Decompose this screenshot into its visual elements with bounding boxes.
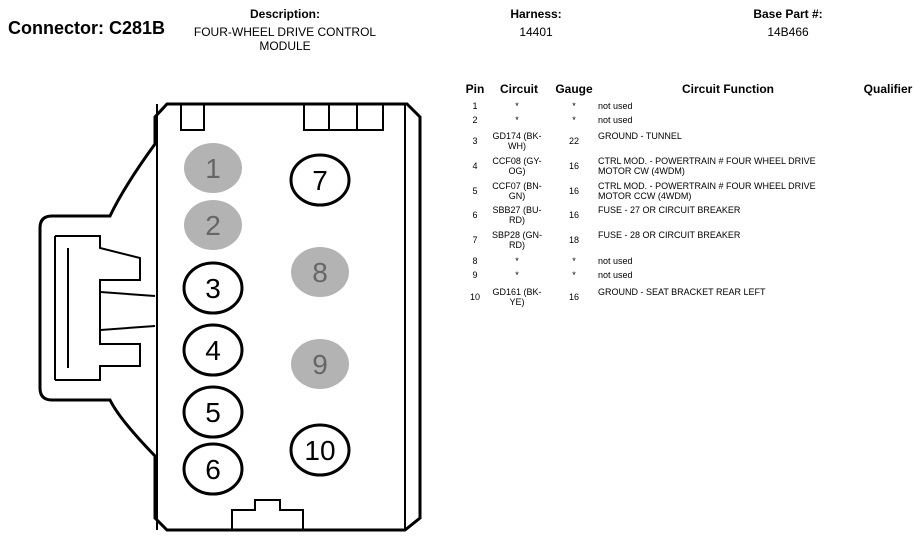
pin-cavity-7: 7 <box>289 153 351 207</box>
pin-cell: 7 <box>472 235 478 245</box>
pin-cavity-6: 6 <box>182 442 244 496</box>
description-label: Description: <box>249 7 320 21</box>
base-part-value: 14B466 <box>767 25 809 39</box>
pin-cell: 6 <box>472 210 478 220</box>
function-cell: GROUND - TUNNEL <box>598 131 682 141</box>
circuit-cell: * <box>515 256 519 266</box>
function-cell: not used <box>598 115 633 125</box>
pin-cavity-9: 9 <box>291 339 349 389</box>
pin-number: 4 <box>205 335 221 366</box>
circuit-cell: CCF08 (GY-OG) <box>492 156 542 176</box>
connector-title: Connector: C281B <box>8 18 166 38</box>
pin-cell: 3 <box>472 136 478 146</box>
circuit-cell: * <box>515 101 519 111</box>
pin-cell: 1 <box>472 101 478 111</box>
pin-cell: 9 <box>472 270 478 280</box>
column-header-gauge: Gauge <box>555 82 593 96</box>
pin-number: 8 <box>312 257 328 288</box>
base-part-label: Base Part #: <box>753 7 823 21</box>
pin-circle <box>184 200 242 250</box>
circuit-cell: * <box>515 270 519 280</box>
pin-circle <box>291 339 349 389</box>
pin-cavity-1: 1 <box>184 143 242 193</box>
pin-number: 3 <box>205 273 221 304</box>
function-cell: not used <box>598 270 633 280</box>
pin-cavity-2: 2 <box>184 200 242 250</box>
pin-circle <box>182 385 244 439</box>
gauge-cell: * <box>572 101 576 111</box>
function-cell: FUSE - 28 OR CIRCUIT BREAKER <box>598 230 741 240</box>
gauge-cell: 18 <box>568 235 579 245</box>
pin-circle <box>184 143 242 193</box>
function-cell: not used <box>598 101 633 111</box>
pin-number: 6 <box>205 454 221 485</box>
pin-number: 1 <box>205 153 221 184</box>
pin-number: 7 <box>312 165 328 196</box>
pin-cavity-5: 5 <box>182 385 244 439</box>
pin-number: 10 <box>304 435 335 466</box>
function-cell: CTRL MOD. - POWERTRAIN # FOUR WHEEL DRIV… <box>598 181 816 201</box>
description-value: FOUR-WHEEL DRIVE CONTROL MODULE <box>193 25 377 53</box>
circuit-cell: GD174 (BK-WH) <box>492 131 542 151</box>
function-cell: not used <box>598 256 633 266</box>
gauge-cell: * <box>572 256 576 266</box>
gauge-cell: 16 <box>568 210 579 220</box>
pin-cell: 4 <box>472 161 478 171</box>
pin-cavity-4: 4 <box>182 323 244 377</box>
harness-label: Harness: <box>510 7 562 21</box>
circuit-cell: SBB27 (BU-RD) <box>492 205 542 225</box>
gauge-cell: * <box>572 270 576 280</box>
circuit-cell: * <box>515 115 519 125</box>
pin-circle <box>182 323 244 377</box>
gauge-cell: * <box>572 115 576 125</box>
function-cell: GROUND - SEAT BRACKET REAR LEFT <box>598 287 766 297</box>
connector-face-diagram: 1 2 3 4 5 6 7 8 9 10 <box>38 102 422 532</box>
pin-cavity-8: 8 <box>291 247 349 297</box>
pin-cell: 10 <box>469 292 480 302</box>
function-cell: FUSE - 27 OR CIRCUIT BREAKER <box>598 205 741 215</box>
pin-number: 9 <box>312 349 328 380</box>
pin-cavity-10: 10 <box>289 423 351 477</box>
pin-cavity-3: 3 <box>182 261 244 315</box>
pin-cell: 2 <box>472 115 478 125</box>
circuit-cell: CCF07 (BN-GN) <box>492 181 542 201</box>
pin-number: 5 <box>205 397 221 428</box>
pin-cell: 5 <box>472 186 478 196</box>
circuit-cell: GD161 (BK-YE) <box>492 287 542 307</box>
gauge-cell: 22 <box>568 136 579 146</box>
column-header-pin: Pin <box>465 82 485 96</box>
pin-circle <box>291 247 349 297</box>
pin-circle <box>289 423 351 477</box>
gauge-cell: 16 <box>568 292 579 302</box>
gauge-cell: 16 <box>568 186 579 196</box>
function-cell: CTRL MOD. - POWERTRAIN # FOUR WHEEL DRIV… <box>598 156 816 176</box>
gauge-cell: 16 <box>568 161 579 171</box>
pin-circle <box>182 442 244 496</box>
column-header-qualifier: Qualifier <box>863 82 913 96</box>
pin-cell: 8 <box>472 256 478 266</box>
pin-number: 2 <box>205 210 221 241</box>
connector-housing <box>38 102 422 532</box>
pin-circle <box>182 261 244 315</box>
column-header-circuit: Circuit <box>499 82 538 96</box>
column-header-circuit-function: Circuit Function <box>682 82 774 96</box>
circuit-cell: SBP28 (GN-RD) <box>491 230 542 250</box>
pin-circle <box>289 153 351 207</box>
pin-cavities: 1 2 3 4 5 6 7 8 9 10 <box>182 143 351 496</box>
harness-value: 14401 <box>519 25 553 39</box>
